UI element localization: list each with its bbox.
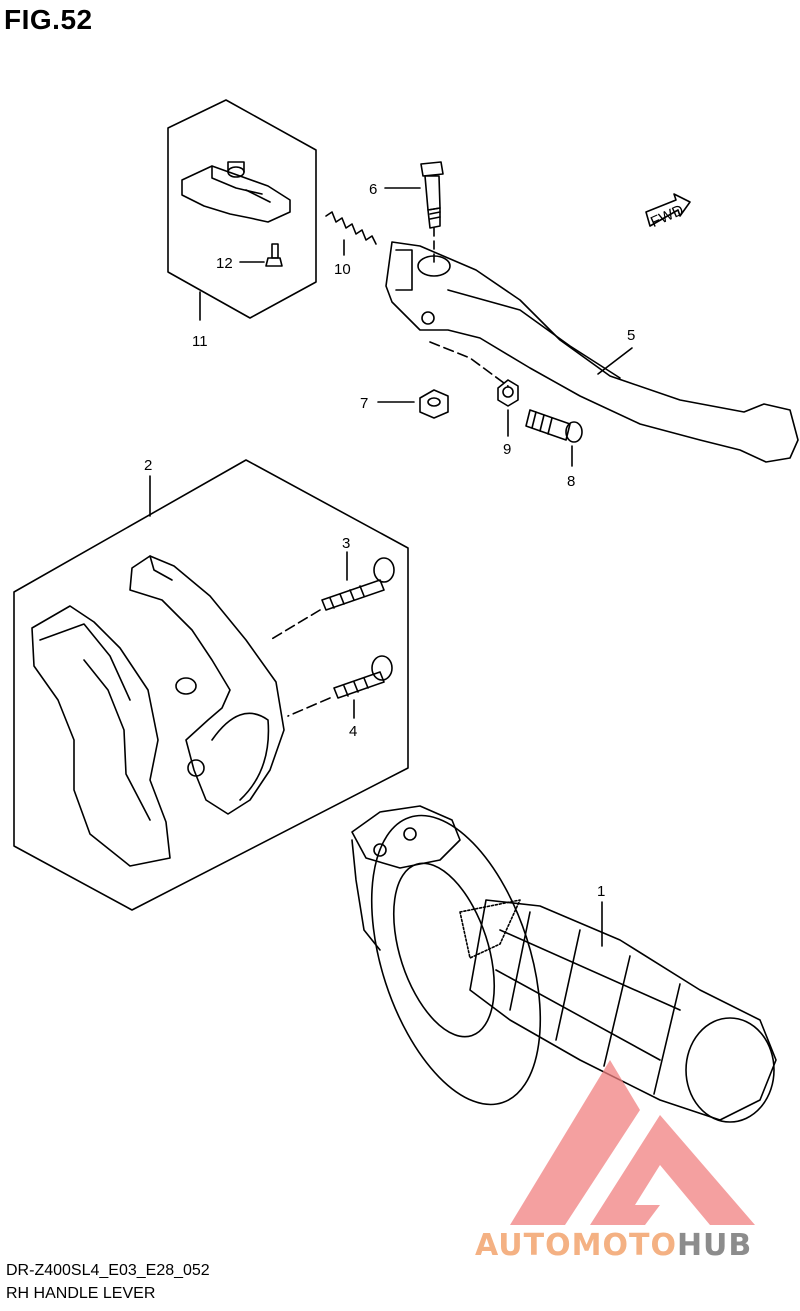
holder-screw-short — [287, 655, 393, 719]
adjuster-bolt — [525, 409, 583, 467]
fwd-label: FWD — [648, 201, 686, 230]
figure-title: FIG.52 — [4, 4, 93, 35]
watermark-text-part2: HUB — [676, 1228, 753, 1263]
callout-3: 3 — [342, 535, 350, 552]
lever-holder-box — [13, 459, 409, 911]
pivot-bolt — [384, 161, 444, 263]
callout-9: 9 — [503, 441, 511, 458]
callout-5: 5 — [627, 327, 635, 344]
callout-12: 12 — [216, 255, 233, 272]
diagram-code: DR-Z400SL4_E03_E28_052 — [6, 1262, 210, 1279]
spring — [325, 211, 377, 256]
callout-4: 4 — [349, 723, 357, 740]
holder-screw-long — [269, 551, 395, 641]
callout-1: 1 — [597, 883, 605, 900]
callout-10: 10 — [334, 261, 351, 278]
fwd-arrow — [645, 193, 691, 227]
throttle-grip — [351, 805, 777, 1123]
diagram-subtitle: RH HANDLE LEVER — [6, 1285, 156, 1302]
watermark-text-part1: AUTOMOTO — [475, 1228, 677, 1263]
callout-2: 2 — [144, 457, 152, 474]
watermark-logo — [470, 1055, 800, 1280]
callout-11: 11 — [192, 333, 208, 350]
watermark-text: AUTOMOTOHUB — [475, 1228, 752, 1263]
pivot-nut — [497, 379, 519, 437]
callout-7: 7 — [360, 395, 368, 412]
lever-nut — [377, 389, 449, 419]
callout-8: 8 — [567, 473, 575, 490]
brake-lever — [385, 241, 799, 463]
callout-6: 6 — [369, 181, 377, 198]
switch-assembly-box — [167, 99, 317, 321]
